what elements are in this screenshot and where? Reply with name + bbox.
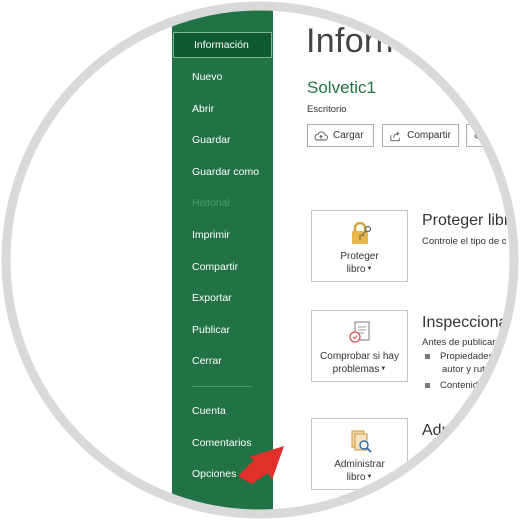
sidebar-item-publicar[interactable]: Publicar xyxy=(192,324,230,336)
share-button-label: Compartir xyxy=(407,130,451,141)
share-button[interactable]: Compartir xyxy=(382,124,459,147)
chevron-down-icon: ▼ xyxy=(366,474,373,480)
protect-workbook-button[interactable]: Proteger libro▼ xyxy=(311,210,408,282)
info-pane: Informa Solvetic1 Escritorio Cargar Comp… xyxy=(273,0,520,520)
sidebar-item-historial: Historial xyxy=(192,197,230,209)
sidebar-item-guardar-como[interactable]: Guardar como xyxy=(192,166,260,178)
lock-key-icon xyxy=(351,221,371,244)
protect-section-desc: Controle el tipo de c xyxy=(422,236,507,247)
sidebar-item-abrir[interactable]: Abrir xyxy=(192,103,215,115)
check-issues-button-line1: Comprobar si hay xyxy=(320,351,399,362)
sidebar-item-imprimir[interactable]: Imprimir xyxy=(192,229,230,241)
document-location: Escritorio xyxy=(307,104,347,115)
inspect-section-desc: Antes de publicar xyxy=(422,337,496,348)
check-issues-button[interactable]: Comprobar si hay problemas▼ xyxy=(311,310,408,382)
inspect-bullet-2-text: Contenid xyxy=(440,380,479,391)
inspect-bullet-1: Propiedades xyxy=(425,351,493,362)
bullet-icon xyxy=(425,382,430,388)
cloud-upload-icon xyxy=(314,130,328,140)
upload-button-label: Cargar xyxy=(333,130,364,141)
protect-section-title: Proteger libro xyxy=(422,212,519,229)
link-icon xyxy=(474,133,480,138)
bullet-icon xyxy=(425,353,430,359)
page-title: Informa xyxy=(306,22,424,60)
sidebar-item-exportar[interactable]: Exportar xyxy=(192,292,232,304)
chevron-down-icon: ▼ xyxy=(366,266,373,272)
check-issues-button-line2: problemas xyxy=(332,364,380,376)
inspect-bullet-1-continuation: autor y rut xyxy=(442,364,485,375)
sidebar-item-guardar[interactable]: Guardar xyxy=(192,134,231,146)
inspect-bullet-1-text: Propiedades xyxy=(440,351,494,362)
manage-button-line2: libro xyxy=(346,472,366,484)
manage-button-line1: Administrar xyxy=(334,459,385,470)
inspect-bullet-2: Contenid xyxy=(425,380,478,391)
sidebar-item-informacion[interactable]: Información xyxy=(173,32,272,58)
document-name: Solvetic1 xyxy=(307,78,376,97)
chevron-down-icon: ▼ xyxy=(380,366,387,372)
sidebar-item-nuevo[interactable]: Nuevo xyxy=(192,71,223,83)
sidebar-item-compartir[interactable]: Compartir xyxy=(192,261,239,273)
inspect-section-title: Inspeccionar xyxy=(422,314,513,331)
manage-workbook-icon xyxy=(351,430,372,453)
red-arrow-annotation xyxy=(238,446,284,484)
protect-button-line2: libro xyxy=(346,264,366,276)
manage-section-title: Adm xyxy=(422,422,455,439)
protect-button-line1: Proteger xyxy=(340,251,379,262)
sidebar-divider xyxy=(192,386,252,387)
inspect-document-icon xyxy=(348,321,369,343)
open-location-button[interactable] xyxy=(466,124,520,147)
share-icon xyxy=(390,131,400,141)
sidebar-item-cerrar[interactable]: Cerrar xyxy=(192,355,222,367)
sidebar-item-cuenta[interactable]: Cuenta xyxy=(192,405,226,417)
manage-workbook-button[interactable]: Administrar libro▼ xyxy=(311,418,408,490)
upload-button[interactable]: Cargar xyxy=(307,124,374,147)
